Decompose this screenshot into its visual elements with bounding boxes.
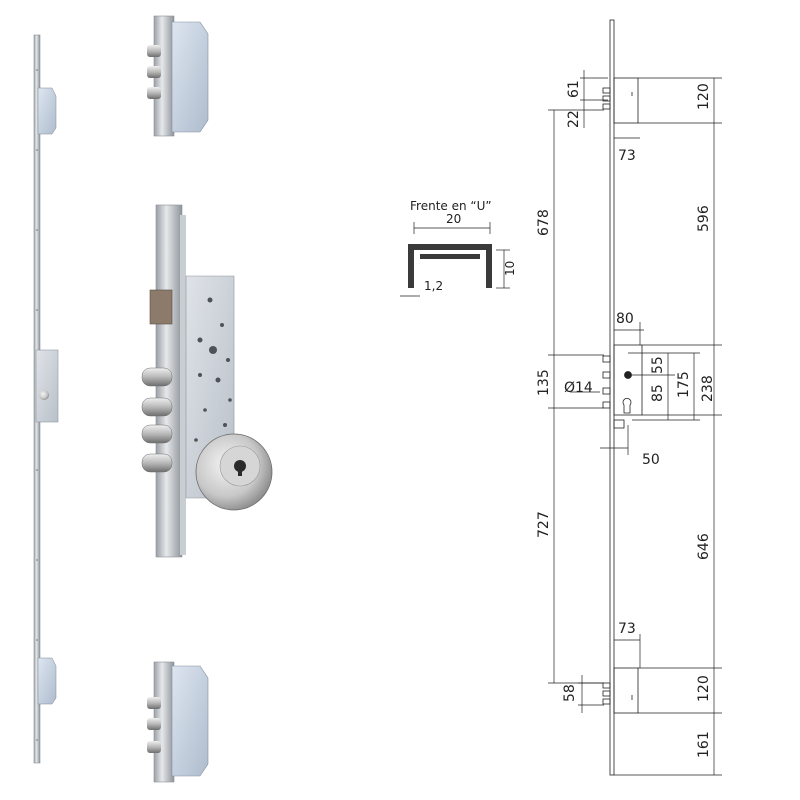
- center-case-photo: [141, 204, 273, 558]
- profile-width: 20: [446, 212, 461, 226]
- top-bolts: [147, 45, 161, 99]
- profile-thickness: 1,2: [424, 279, 443, 293]
- dim-bottom-box-depth: 73: [618, 621, 636, 637]
- dim-top-box-to-case: 596: [696, 205, 712, 232]
- full-lock-photo: [33, 34, 59, 764]
- bottom-lock-box: [37, 657, 57, 705]
- dim-case-to-bottom-box: 646: [696, 533, 712, 560]
- dim-case-height: 175: [676, 371, 692, 398]
- top-lock-box: [37, 87, 57, 135]
- latch: [149, 289, 173, 325]
- dim-top-box-height: 120: [696, 83, 712, 110]
- drawing-bottom-box: [613, 667, 639, 714]
- profile-height: 10: [503, 261, 517, 276]
- dim-faceplate-section: 238: [700, 375, 716, 402]
- dim-spindle-to-cyl: 85: [650, 384, 666, 402]
- dim-spindle-to-top: 55: [650, 356, 666, 374]
- dim-bottom-end: 161: [696, 731, 712, 758]
- dimension-labels: 61 22 120 73 678 596 80 55 85 175 238 13…: [536, 80, 716, 758]
- security-cylinder-guard: [195, 433, 273, 511]
- drawing-top-box: [613, 77, 639, 124]
- dim-top-to-center: 678: [536, 209, 552, 236]
- dimension-lines: [548, 70, 722, 776]
- dim-backset: 50: [642, 452, 660, 468]
- dim-center-bolts: 135: [536, 369, 552, 396]
- bottom-box-photo: [147, 661, 209, 783]
- center-cylinder: [39, 390, 49, 400]
- dim-bottom-bolt-spacing: 58: [562, 684, 578, 702]
- center-lock-case: [35, 349, 59, 423]
- top-box-photo: [147, 15, 209, 137]
- dim-cylinder-diameter: Ø14: [564, 380, 593, 396]
- drawing-faceplate: [609, 19, 615, 776]
- bottom-bolts: [147, 697, 161, 753]
- technical-drawing: [602, 19, 643, 776]
- drawing-center-case: [613, 344, 643, 416]
- dim-top-box-depth: 73: [618, 148, 636, 164]
- dim-top-bolt-gap: 22: [566, 110, 582, 128]
- dim-bottom-box-height: 120: [696, 675, 712, 702]
- u-profile-detail: Frente en “U” 20 10 1,2: [400, 199, 517, 297]
- dim-case-depth: 80: [616, 311, 634, 327]
- dim-top-bolt-offset: 61: [566, 80, 582, 98]
- dim-center-to-bottom: 727: [536, 511, 552, 538]
- u-profile-shape: [408, 244, 492, 288]
- drawing-cylinder-keyhole: [622, 397, 632, 414]
- profile-title: Frente en “U”: [410, 199, 492, 213]
- center-bolts: [141, 367, 173, 473]
